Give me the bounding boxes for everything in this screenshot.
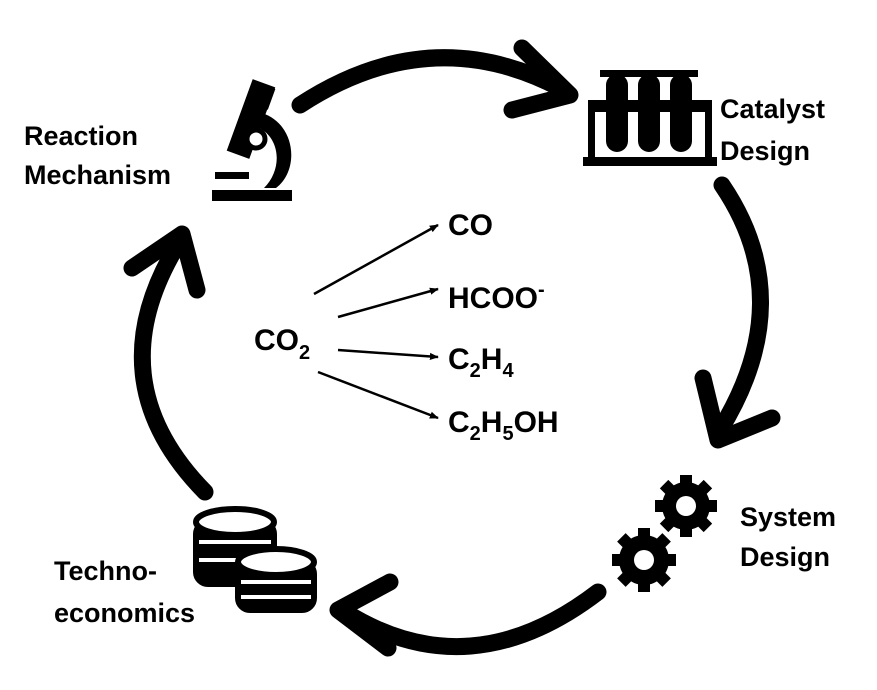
arrow-to-formate (337, 287, 439, 319)
catalyst-design-label: Catalyst Design (720, 94, 833, 166)
product-formate: HCOO- (448, 279, 545, 315)
reactant-co2: CO2 (254, 324, 310, 364)
system-design-label: System Design (740, 502, 844, 572)
catalyst-design-line2: Design (720, 136, 810, 166)
arrow-to-ethanol (317, 370, 439, 420)
reaction-mechanism-line2: Mechanism (24, 160, 171, 190)
technoeconomics-line1: Techno- (54, 556, 157, 586)
reaction-mechanism-line1: Reaction (24, 121, 138, 151)
arrow-catalyst-to-system (694, 176, 781, 449)
coins-icon (193, 506, 317, 613)
system-design-line2: Design (740, 542, 830, 572)
gears-icon (612, 475, 717, 592)
arrow-system-to-technoeconomics (329, 573, 607, 657)
catalyst-design-line1: Catalyst (720, 94, 825, 124)
arrow-to-co (313, 223, 439, 296)
technoeconomics-line2: economics (54, 598, 195, 628)
product-co: CO (448, 209, 493, 242)
microscope-icon (212, 79, 292, 201)
product-ethylene: C2H4 (448, 343, 514, 382)
arrow-technoeconomics-to-mechanism (123, 225, 214, 501)
reaction-mechanism-label: Reaction Mechanism (24, 121, 171, 190)
test-tubes-icon (583, 70, 717, 166)
technoeconomics-label: Techno- economics (54, 556, 195, 628)
product-arrows (313, 223, 439, 420)
arrow-mechanism-to-catalyst (291, 39, 579, 119)
system-design-line1: System (740, 502, 836, 532)
arrow-to-ethylene (337, 348, 439, 361)
product-ethanol: C2H5OH (448, 406, 559, 445)
